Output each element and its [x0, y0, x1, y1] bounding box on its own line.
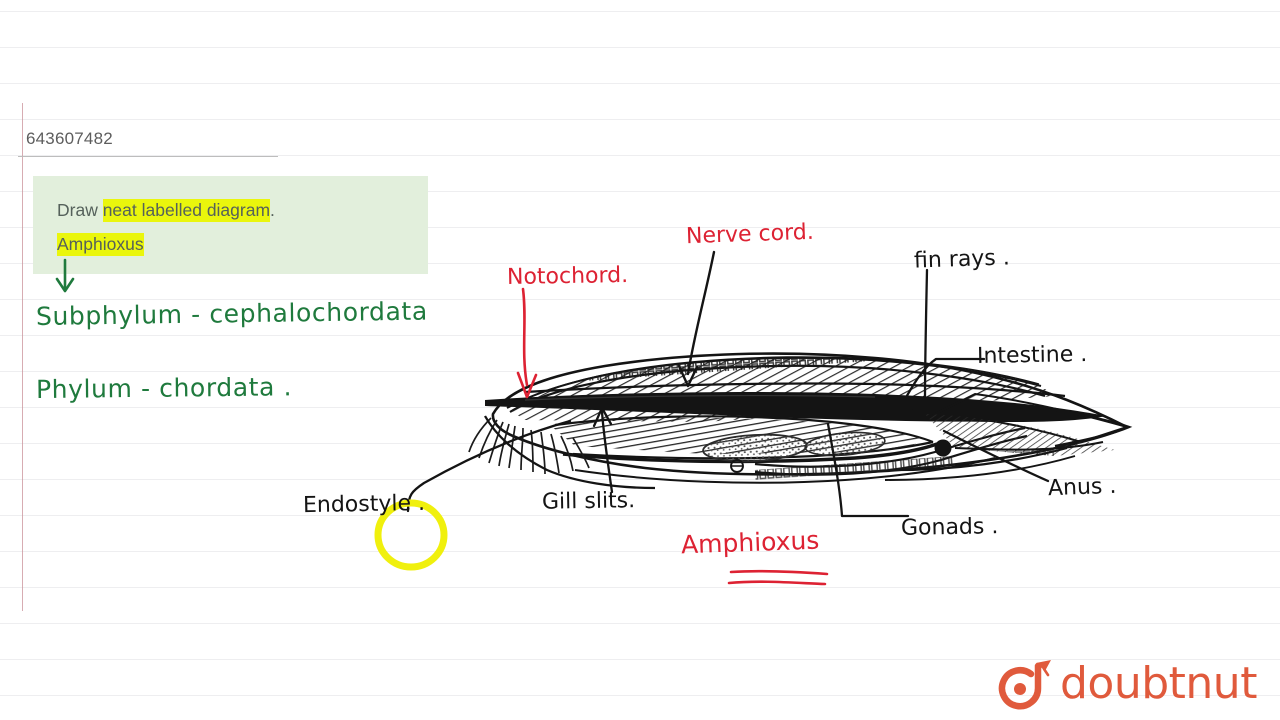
label-endostyle: Endostyle . — [302, 490, 426, 519]
fin-rays-leader-line — [909, 268, 929, 411]
label-intestine: Intestine . — [976, 342, 1088, 369]
prompt-prefix: Draw — [57, 200, 103, 220]
label-anus: Anus . — [1047, 473, 1117, 502]
prompt-highlight-1: neat labelled diagram — [102, 199, 271, 222]
notochord-leader-arrow — [516, 287, 538, 399]
note-phylum: Phylum - chordata . — [35, 372, 293, 404]
doubtnut-wordmark: doubtnut — [1060, 658, 1257, 709]
prompt-suffix: . — [270, 200, 275, 220]
label-nerve-cord: Nerve cord. — [685, 219, 815, 250]
paper-margin-line — [22, 103, 23, 611]
label-gonads: Gonads . — [900, 514, 999, 541]
answer-prompt-box: Draw neat labelled diagram. Amphioxus — [33, 176, 428, 274]
label-amphioxus-title: Amphioxus — [680, 525, 820, 560]
prompt-line-1: Draw neat labelled diagram. — [57, 199, 275, 222]
doubtnut-mark-icon — [998, 660, 1051, 710]
prompt-highlight-2: Amphioxus — [57, 233, 144, 256]
gill-slits-leader-line — [592, 406, 614, 494]
note-subphylum: Subphylum - cephalochordata — [35, 296, 428, 331]
question-id: 643607482 — [26, 129, 113, 148]
amphioxus-underline — [727, 569, 829, 586]
label-notochord: Notochord. — [506, 262, 629, 291]
prompt-line-2: Amphioxus — [57, 233, 144, 256]
nerve-cord-leader-line — [677, 250, 716, 388]
intestine-leader-line — [902, 357, 986, 403]
header-divider — [18, 156, 278, 157]
anus-leader-line — [942, 429, 1050, 483]
green-down-arrow-icon — [55, 258, 75, 293]
label-fin-rays: fin rays . — [913, 245, 1011, 274]
label-gill-slits: Gill slits. — [541, 488, 636, 515]
endostyle-highlight-circle — [374, 499, 448, 571]
endostyle-leader-line — [406, 419, 572, 513]
doubtnut-logo: doubtnut — [995, 658, 1257, 710]
gonads-leader-line — [826, 422, 910, 518]
